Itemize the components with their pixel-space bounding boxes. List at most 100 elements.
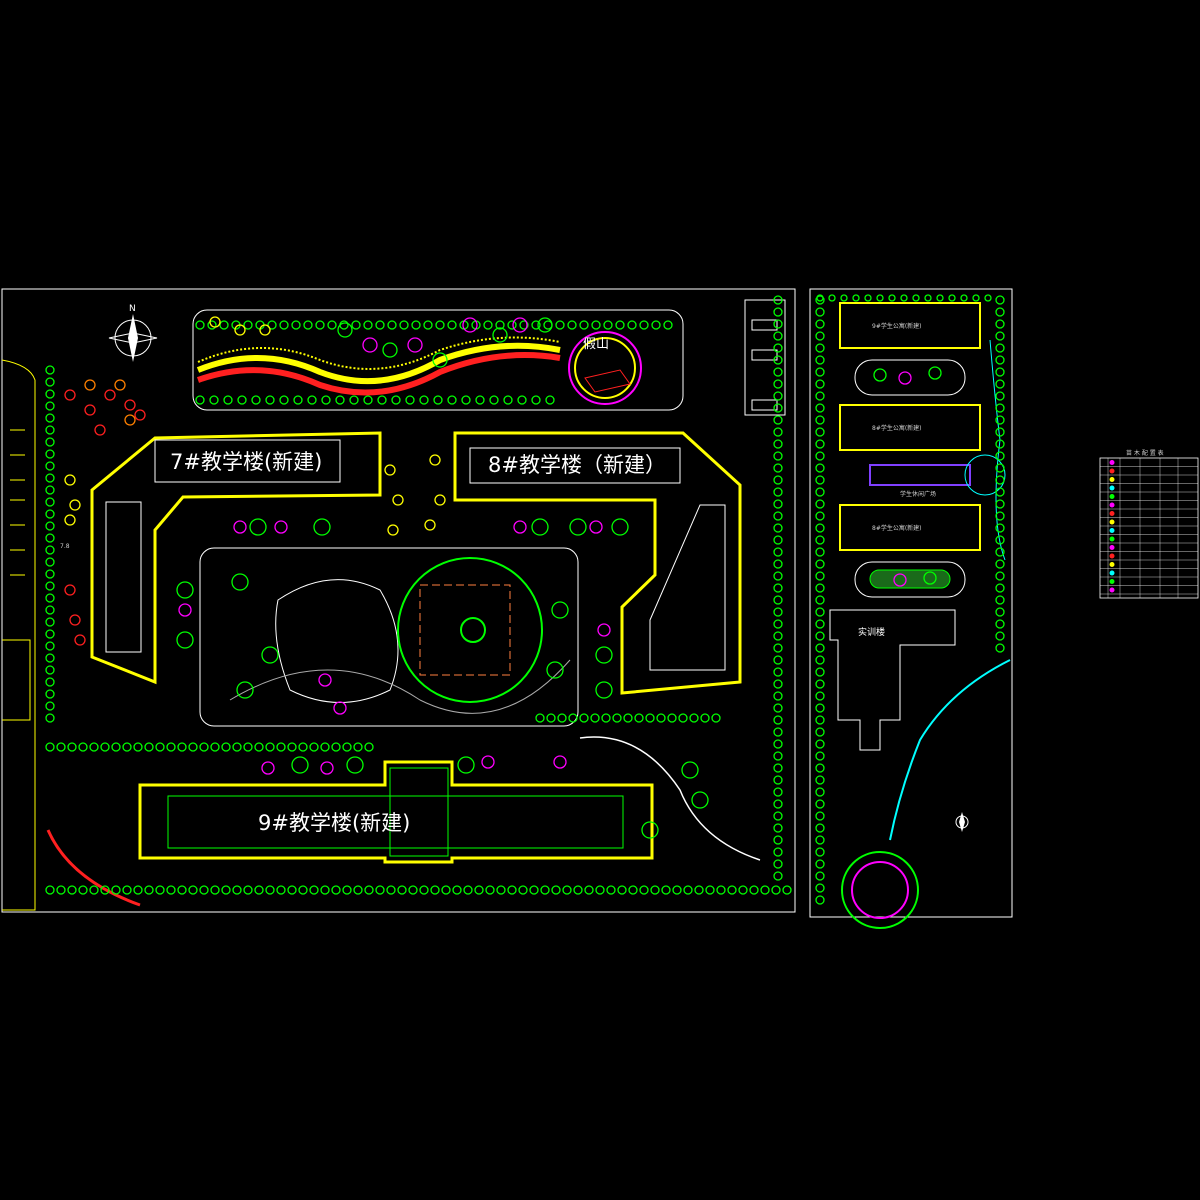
flowering-tree-symbol [553, 755, 567, 769]
shrub-symbol [177, 885, 187, 895]
flowering-tree-symbol [333, 701, 347, 715]
shrub-symbol [221, 742, 231, 752]
yellow-tree-symbol [64, 474, 76, 486]
shrub-symbol [667, 713, 677, 723]
shrub-symbol [45, 593, 55, 603]
shrub-symbol [320, 742, 330, 752]
shrub-symbol [815, 679, 825, 689]
shrub-symbol [219, 320, 229, 330]
shrub-symbol [815, 487, 825, 497]
shrub-symbol [876, 294, 884, 302]
shrub-symbol [815, 739, 825, 749]
shrub-symbol [303, 320, 313, 330]
tree-symbol [362, 337, 378, 353]
legend-symbol [1109, 494, 1115, 499]
shrub-symbol [773, 547, 783, 557]
shrub-symbol [461, 395, 471, 405]
rockery-circle [568, 331, 642, 405]
shrub-symbol [815, 439, 825, 449]
shrub-symbol [387, 320, 397, 330]
shrub-symbol [815, 307, 825, 317]
shrub-symbol [195, 395, 205, 405]
shrub-symbol [995, 391, 1005, 401]
dorm-3-label: 8#学生公寓(新建) [872, 524, 922, 532]
shrub-symbol [45, 473, 55, 483]
shrub-symbol [749, 885, 759, 895]
shrub-symbol [815, 415, 825, 425]
shrub-symbol [995, 475, 1005, 485]
shrub-symbol [815, 535, 825, 545]
shrub-symbol [419, 395, 429, 405]
shrub-symbol [995, 595, 1005, 605]
legend-symbol [1109, 528, 1115, 533]
shrub-symbol [773, 631, 783, 641]
shrub-symbol [223, 395, 233, 405]
shrub-symbol [711, 713, 721, 723]
shrub-symbol [773, 871, 783, 881]
shrub-symbol [995, 343, 1005, 353]
shrub-symbol [265, 885, 275, 895]
shrub-symbol [535, 713, 545, 723]
shrub-symbol [254, 885, 264, 895]
parking-area [744, 299, 786, 416]
shrub-symbol [45, 605, 55, 615]
shrub-symbol [45, 689, 55, 699]
shrub-symbol [815, 559, 825, 569]
yellow-tree-symbol [64, 514, 76, 526]
shrub-symbol [540, 885, 550, 895]
flowering-tree-symbol [233, 520, 247, 534]
shrub-symbol [207, 320, 217, 330]
shrub-symbol [287, 742, 297, 752]
shrub-symbol [995, 523, 1005, 533]
shrub-symbol [960, 294, 968, 302]
shrub-symbol [485, 885, 495, 895]
yellow-tree-symbol [387, 524, 399, 536]
shrub-symbol [45, 533, 55, 543]
shrub-symbol [995, 355, 1005, 365]
tree-symbol [407, 337, 423, 353]
shrub-symbol [293, 395, 303, 405]
shrub-symbol [995, 535, 1005, 545]
shrub-symbol [773, 703, 783, 713]
shrub-symbol [441, 885, 451, 895]
central-garden [199, 547, 579, 727]
shrub-symbol [433, 395, 443, 405]
shrub-symbol [689, 713, 699, 723]
shrub-symbol [773, 751, 783, 761]
tree-symbol [382, 342, 398, 358]
shrub-symbol [89, 885, 99, 895]
red-tree-symbol [84, 404, 96, 416]
tree-symbol [595, 681, 613, 699]
rockery-label: 假山 [583, 337, 609, 352]
shrub-symbol [45, 629, 55, 639]
shrub-symbol [276, 742, 286, 752]
shrub-symbol [773, 859, 783, 869]
yellow-tree-symbol [69, 499, 81, 511]
tree-symbol [569, 518, 587, 536]
shrub-symbol [840, 294, 848, 302]
shrub-symbol [363, 320, 373, 330]
tree-symbol [176, 631, 194, 649]
shrub-symbol [828, 294, 836, 302]
tree-symbol [611, 518, 629, 536]
shrub-symbol [773, 715, 783, 725]
shrub-symbol [254, 742, 264, 752]
shrub-symbol [771, 885, 781, 895]
shrub-symbol [773, 403, 783, 413]
shrub-symbol [452, 885, 462, 895]
shrub-symbol [782, 885, 792, 895]
shrub-symbol [773, 619, 783, 629]
shrub-symbol [567, 320, 577, 330]
red-tree-symbol [69, 614, 81, 626]
yellow-tree-symbol [429, 454, 441, 466]
shrub-symbol [45, 653, 55, 663]
shrub-symbol [377, 395, 387, 405]
shrub-symbol [773, 475, 783, 485]
shrub-symbol [232, 885, 242, 895]
shrub-symbol [773, 439, 783, 449]
flowering-tree-symbol [261, 761, 275, 775]
shrub-symbol [133, 885, 143, 895]
shrub-symbol [327, 320, 337, 330]
shrub-symbol [995, 295, 1005, 305]
shrub-symbol [995, 379, 1005, 389]
